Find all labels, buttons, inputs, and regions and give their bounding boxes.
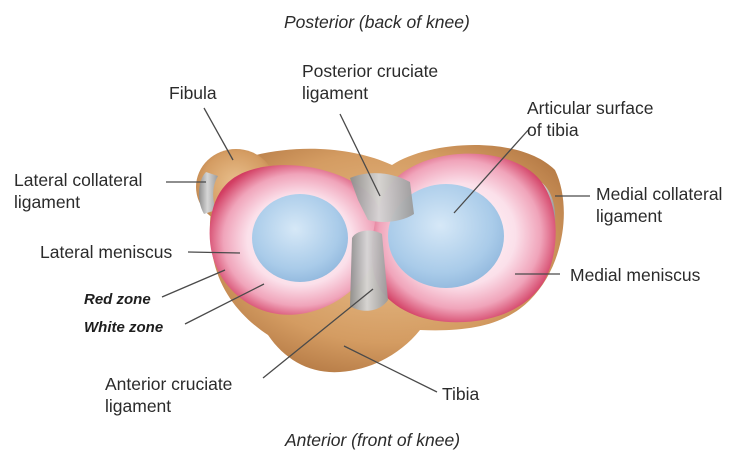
label-medial-collateral-ligament: Medial collateral ligament bbox=[596, 183, 722, 227]
label-lateral-collateral-ligament: Lateral collateral ligament bbox=[14, 169, 142, 213]
lateral-articular-surface bbox=[252, 194, 348, 282]
anterior-caption: Anterior (front of knee) bbox=[285, 429, 460, 451]
label-mcl-line2: ligament bbox=[596, 205, 722, 227]
leader-fibula bbox=[204, 108, 233, 160]
label-medial-meniscus: Medial meniscus bbox=[570, 264, 700, 286]
label-mcl-line1: Medial collateral bbox=[596, 183, 722, 205]
label-fibula: Fibula bbox=[169, 82, 217, 104]
label-acl-line1: Anterior cruciate bbox=[105, 373, 232, 395]
label-lcl-line2: ligament bbox=[14, 191, 142, 213]
anterior-cruciate-ligament bbox=[350, 231, 388, 311]
posterior-caption: Posterior (back of knee) bbox=[284, 11, 470, 33]
label-articular-line2: of tibia bbox=[527, 119, 653, 141]
label-tibia: Tibia bbox=[442, 383, 479, 405]
label-lateral-meniscus: Lateral meniscus bbox=[40, 241, 172, 263]
label-red-zone: Red zone bbox=[84, 290, 151, 309]
label-acl-line2: ligament bbox=[105, 395, 232, 417]
label-white-zone: White zone bbox=[84, 318, 163, 337]
label-posterior-cruciate-ligament: Posterior cruciate ligament bbox=[302, 60, 438, 104]
label-pcl-line2: ligament bbox=[302, 82, 438, 104]
label-anterior-cruciate-ligament: Anterior cruciate ligament bbox=[105, 373, 232, 417]
label-articular-surface: Articular surface of tibia bbox=[527, 97, 653, 141]
label-articular-line1: Articular surface bbox=[527, 97, 653, 119]
leader-red-zone bbox=[162, 270, 225, 297]
label-lcl-line1: Lateral collateral bbox=[14, 169, 142, 191]
label-pcl-line1: Posterior cruciate bbox=[302, 60, 438, 82]
